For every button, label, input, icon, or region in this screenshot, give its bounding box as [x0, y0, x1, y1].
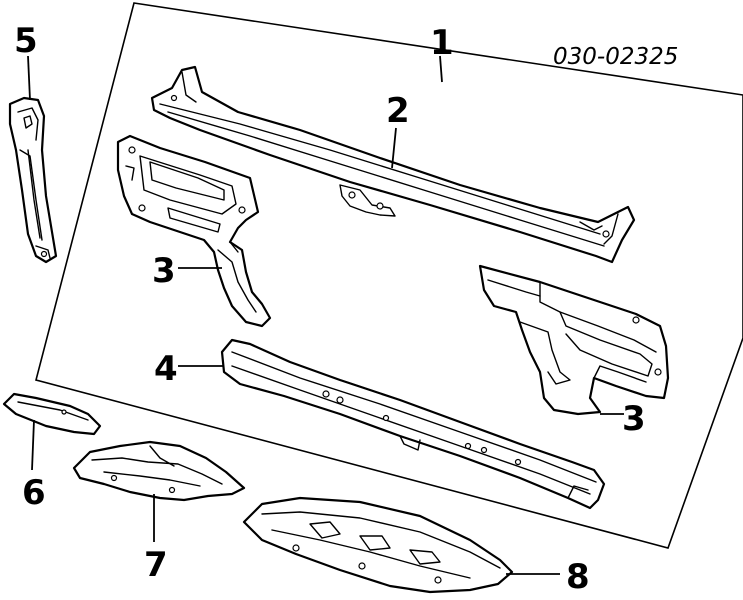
leader-6	[31, 419, 35, 471]
callout-1: 1	[430, 23, 454, 63]
assembly-frame	[35, 2, 743, 549]
leader-5	[27, 55, 31, 101]
part-right-side-bracket	[478, 264, 670, 416]
part-vertical-bracket	[8, 96, 58, 264]
part-engine-under-cover	[242, 496, 514, 594]
callout-3-left: 3	[152, 251, 176, 291]
leader-1	[439, 55, 443, 83]
leader-2	[391, 127, 397, 169]
part-code: 030-02325	[553, 44, 678, 70]
callout-7: 7	[144, 545, 168, 585]
part-under-cover	[72, 440, 246, 502]
callout-8: 8	[566, 557, 590, 597]
callout-5: 5	[14, 21, 38, 61]
part-small-panel	[2, 392, 102, 436]
callout-3-right: 3	[622, 399, 646, 439]
part-lower-support	[220, 338, 606, 510]
part-left-side-bracket	[116, 134, 272, 328]
callout-4: 4	[154, 349, 178, 389]
callout-6: 6	[22, 473, 46, 513]
callout-2: 2	[386, 91, 410, 131]
